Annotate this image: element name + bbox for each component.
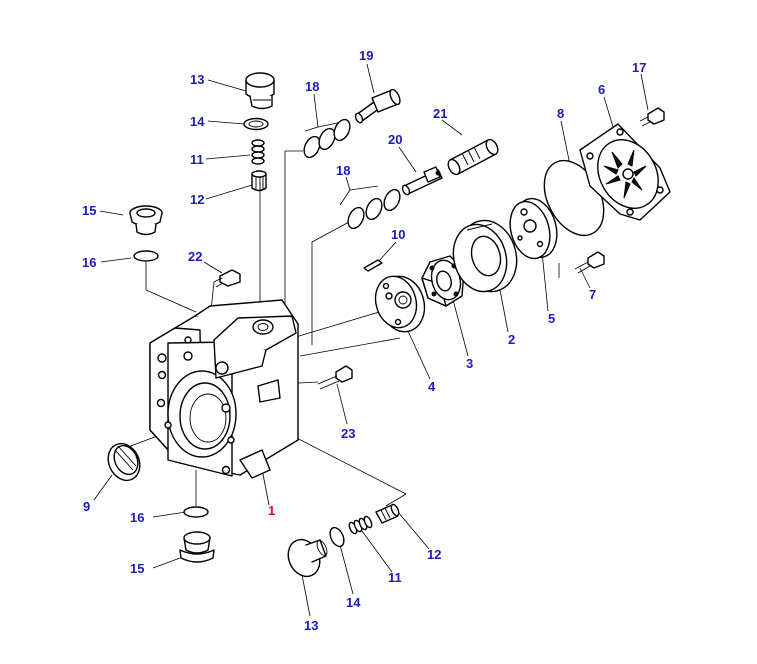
callout-20: 20	[388, 132, 402, 147]
plug-15-bottom	[179, 531, 215, 563]
shaft-21	[447, 138, 499, 176]
callout-11-top: 11	[190, 152, 204, 167]
plug-13-bottom	[287, 538, 328, 578]
seal-9	[107, 442, 141, 482]
callout-11-bottom: 11	[388, 570, 402, 585]
callout-15-top: 15	[82, 203, 96, 218]
callout-18-lower: 18	[336, 163, 350, 178]
callout-6: 6	[598, 82, 605, 97]
callout-19: 19	[359, 48, 373, 63]
gear-rotor-3	[421, 255, 465, 307]
callout-16-bottom: 16	[130, 510, 144, 525]
o-rings-18-lower	[347, 188, 401, 230]
callout-18-upper: 18	[305, 79, 319, 94]
callout-22: 22	[188, 249, 202, 264]
cover-6	[579, 123, 671, 221]
callout-1: 1	[268, 503, 275, 518]
key-10	[363, 259, 383, 272]
callout-21: 21	[433, 106, 447, 121]
callout-15-bottom: 15	[130, 561, 144, 576]
bolt-7	[574, 251, 605, 274]
callout-17: 17	[632, 60, 646, 75]
o-ring-14-bottom	[329, 526, 345, 548]
callout-23: 23	[341, 426, 355, 441]
o-ring-16-bottom	[183, 506, 209, 518]
spring-11-bottom	[348, 515, 373, 535]
callout-12-bottom: 12	[427, 547, 441, 562]
callout-2: 2	[508, 332, 515, 347]
o-ring-14-top-inner	[248, 120, 264, 128]
valve-12-top	[251, 170, 267, 192]
side-plate-5	[509, 197, 558, 260]
bolt-17	[639, 107, 665, 127]
callout-10: 10	[391, 227, 405, 242]
o-rings-18-upper	[303, 118, 351, 159]
callout-9: 9	[83, 499, 90, 514]
callout-7: 7	[589, 287, 596, 302]
plug-13-top	[245, 72, 275, 110]
bolt-22	[213, 269, 241, 288]
shaft-19	[354, 88, 401, 124]
pump-housing	[149, 299, 299, 479]
o-ring-16-top	[133, 250, 159, 262]
bolt-23	[317, 365, 353, 390]
callout-16-top: 16	[82, 255, 96, 270]
callout-8: 8	[557, 106, 564, 121]
callout-labels: 1 2 3 4 5 6 7 8 9 10 11 11 12 12 13 13 1…	[82, 48, 646, 633]
callout-12-top: 12	[190, 192, 204, 207]
cam-ring-2	[452, 219, 518, 293]
callout-4: 4	[428, 379, 436, 394]
callout-5: 5	[548, 311, 555, 326]
valve-12-bottom	[375, 503, 400, 524]
callout-13-top: 13	[190, 72, 204, 87]
callout-14-bottom: 14	[346, 595, 361, 610]
side-plate-4	[374, 275, 426, 333]
shaft-20	[401, 166, 443, 196]
callout-14-top: 14	[190, 114, 205, 129]
plug-15-top	[129, 205, 163, 236]
o-ring-14-top	[243, 117, 269, 131]
spring-11-top	[251, 139, 265, 165]
callout-13-bottom: 13	[304, 618, 318, 633]
callout-3: 3	[466, 356, 473, 371]
